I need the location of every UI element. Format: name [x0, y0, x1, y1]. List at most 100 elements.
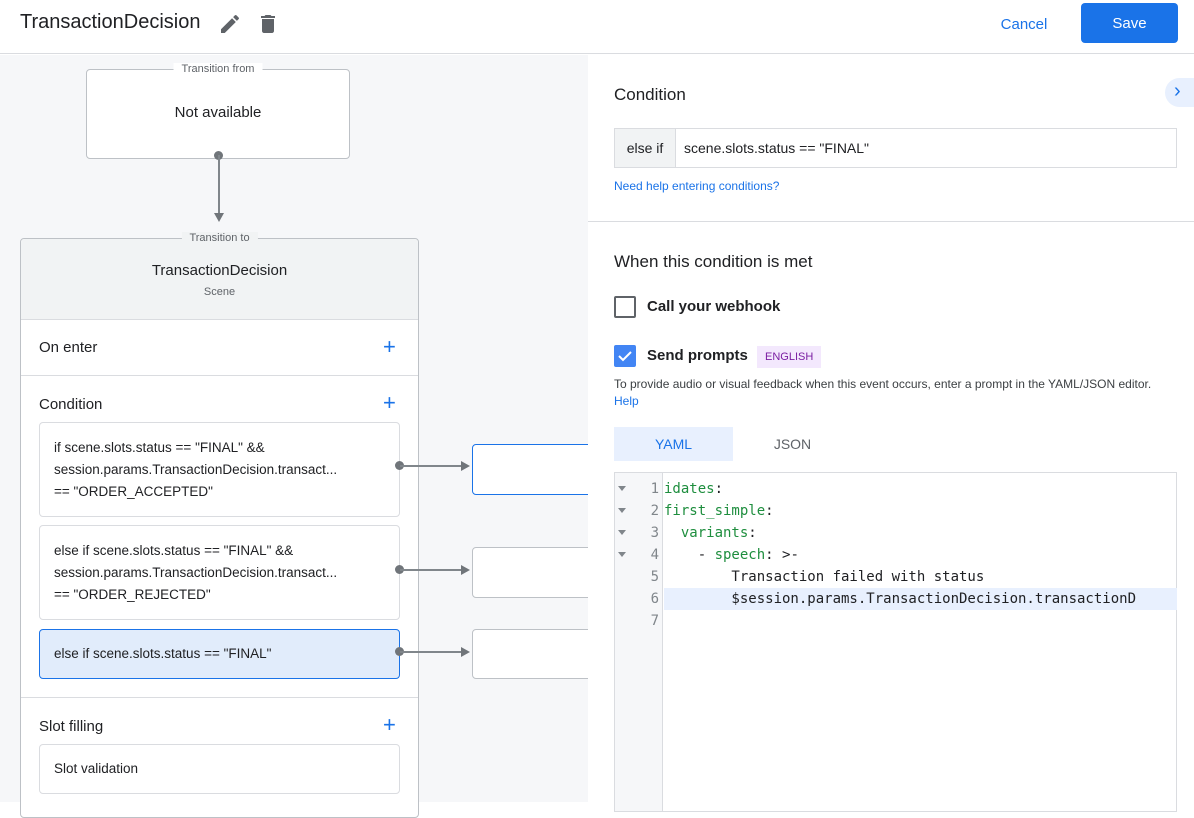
description-text: To provide audio or visual feedback when…: [614, 377, 1152, 391]
condition-prefix: else if: [615, 129, 676, 167]
connector-dot: [395, 565, 404, 574]
transition-target-box[interactable]: [472, 547, 592, 598]
cancel-button[interactable]: Cancel: [986, 6, 1062, 42]
arrow-right-icon: [461, 461, 470, 471]
add-condition-plus-icon[interactable]: +: [383, 390, 396, 415]
flow-canvas: Transition from Not available Transition…: [0, 55, 592, 818]
condition-text: else if scene.slots.status == "FINAL": [54, 646, 272, 661]
line-number: 5: [650, 569, 659, 585]
code-plain: :: [714, 481, 724, 497]
fold-arrow-icon[interactable]: [618, 530, 626, 535]
met-title: When this condition is met: [614, 252, 813, 271]
on-enter-label: On enter: [39, 339, 98, 356]
condition-text: session.params.TransactionDecision.trans…: [54, 564, 338, 580]
yaml-key: first_simple: [664, 503, 766, 519]
condition-panel: › Condition else if scene.slots.status =…: [588, 55, 1194, 812]
save-button[interactable]: Save: [1081, 3, 1178, 43]
transition-target-box[interactable]: [472, 444, 592, 495]
code-line: 2 first_simple:: [615, 500, 1177, 522]
divider: [588, 221, 1194, 222]
code-line: 7: [615, 610, 1177, 632]
code-plain: :: [748, 525, 757, 541]
arrow-down-icon: [214, 213, 224, 222]
on-enter-section[interactable]: On enter +: [21, 320, 418, 376]
current-line-highlight: [664, 588, 1177, 610]
code-plain: [664, 525, 681, 541]
fold-arrow-icon[interactable]: [618, 552, 626, 557]
code-line: 1 idates:: [615, 478, 1177, 500]
code-line: 3 variants:: [615, 522, 1177, 544]
scene-card-header: Transition to TransactionDecision Scene: [21, 232, 418, 320]
code-plain: Transaction failed with status: [664, 569, 985, 585]
fold-arrow-icon[interactable]: [618, 508, 626, 513]
help-link[interactable]: Help: [614, 394, 639, 408]
code-text: variants:: [664, 522, 1177, 544]
code-text: - speech: >-: [664, 544, 1177, 566]
code-text: first_simple:: [664, 500, 1177, 522]
code-text: $session.params.TransactionDecision.tran…: [664, 588, 1177, 610]
connector-dot: [395, 461, 404, 470]
transition-target-box[interactable]: [472, 629, 592, 679]
code-text: [664, 610, 1177, 632]
webhook-label: Call your webhook: [647, 298, 781, 315]
transition-from-box: Transition from Not available: [86, 63, 350, 159]
code-plain: $session.params.TransactionDecision.tran…: [664, 591, 1137, 607]
scene-type: Scene: [203, 286, 236, 298]
webhook-checkbox[interactable]: [614, 296, 636, 318]
condition-input-row: else if scene.slots.status == "FINAL": [614, 128, 1177, 168]
yaml-key: speech: [714, 547, 766, 563]
line-number: 1: [650, 481, 659, 497]
delete-trash-icon[interactable]: [256, 12, 280, 36]
slot-validation-item[interactable]: Slot validation: [39, 744, 400, 794]
connector-line: [400, 569, 462, 571]
connector-line: [400, 651, 462, 653]
transition-from-value: Not available: [174, 104, 262, 121]
edit-pencil-icon[interactable]: [218, 12, 242, 36]
connector-dot: [395, 647, 404, 656]
code-line: 5 Transaction failed with status: [615, 566, 1177, 588]
condition-section-label: Condition: [39, 396, 103, 413]
arrow-right-icon: [461, 647, 470, 657]
condition-text: == "ORDER_ACCEPTED": [54, 483, 213, 499]
line-number: 2: [650, 503, 659, 519]
line-number: 3: [650, 525, 659, 541]
condition-text: else if scene.slots.status == "FINAL" &&: [54, 542, 294, 558]
yaml-key: variants: [680, 525, 749, 541]
condition-input[interactable]: scene.slots.status == "FINAL": [684, 140, 870, 156]
send-prompts-checkbox[interactable]: [614, 345, 636, 367]
slot-validation-label: Slot validation: [54, 761, 139, 776]
fold-arrow-icon[interactable]: [618, 486, 626, 491]
tab-json[interactable]: JSON: [773, 436, 812, 452]
condition-title: Condition: [614, 85, 686, 104]
help-conditions-link[interactable]: Need help entering conditions?: [614, 179, 780, 193]
transition-to-legend: Transition to: [181, 232, 258, 244]
condition-text: == "ORDER_REJECTED": [54, 586, 211, 602]
language-badge: ENGLISH: [757, 346, 822, 368]
scene-name: TransactionDecision: [151, 262, 288, 279]
code-line: 4 - speech: >-: [615, 544, 1177, 566]
editor-gutter: [615, 473, 663, 811]
line-number: 4: [650, 547, 659, 563]
condition-text: session.params.TransactionDecision.trans…: [54, 461, 338, 477]
tab-yaml[interactable]: YAML: [614, 427, 733, 461]
line-number: 7: [650, 613, 659, 629]
prompt-description: To provide audio or visual feedback when…: [614, 376, 1174, 410]
send-prompts-label: Send prompts: [647, 347, 748, 364]
arrow-right-icon: [461, 565, 470, 575]
collapse-panel-chevron-right-icon[interactable]: ›: [1165, 78, 1194, 107]
code-plain: -: [664, 547, 715, 563]
code-text: Transaction failed with status: [664, 566, 1177, 588]
transition-from-legend: Transition from: [173, 63, 263, 75]
add-slot-plus-icon[interactable]: +: [383, 712, 396, 737]
condition-item[interactable]: else if scene.slots.status == "FINAL" &&…: [39, 525, 400, 620]
condition-item-selected[interactable]: else if scene.slots.status == "FINAL": [39, 629, 400, 679]
condition-item[interactable]: if scene.slots.status == "FINAL" && sessi…: [39, 422, 400, 517]
code-text: idates:: [664, 478, 1177, 500]
condition-text: if scene.slots.status == "FINAL" &&: [54, 439, 265, 455]
scene-title: TransactionDecision: [20, 11, 201, 33]
slot-filling-label: Slot filling: [39, 718, 104, 735]
code-plain: : >-: [765, 547, 799, 563]
connector-line: [218, 155, 220, 215]
add-on-enter-plus-icon[interactable]: +: [383, 334, 396, 359]
